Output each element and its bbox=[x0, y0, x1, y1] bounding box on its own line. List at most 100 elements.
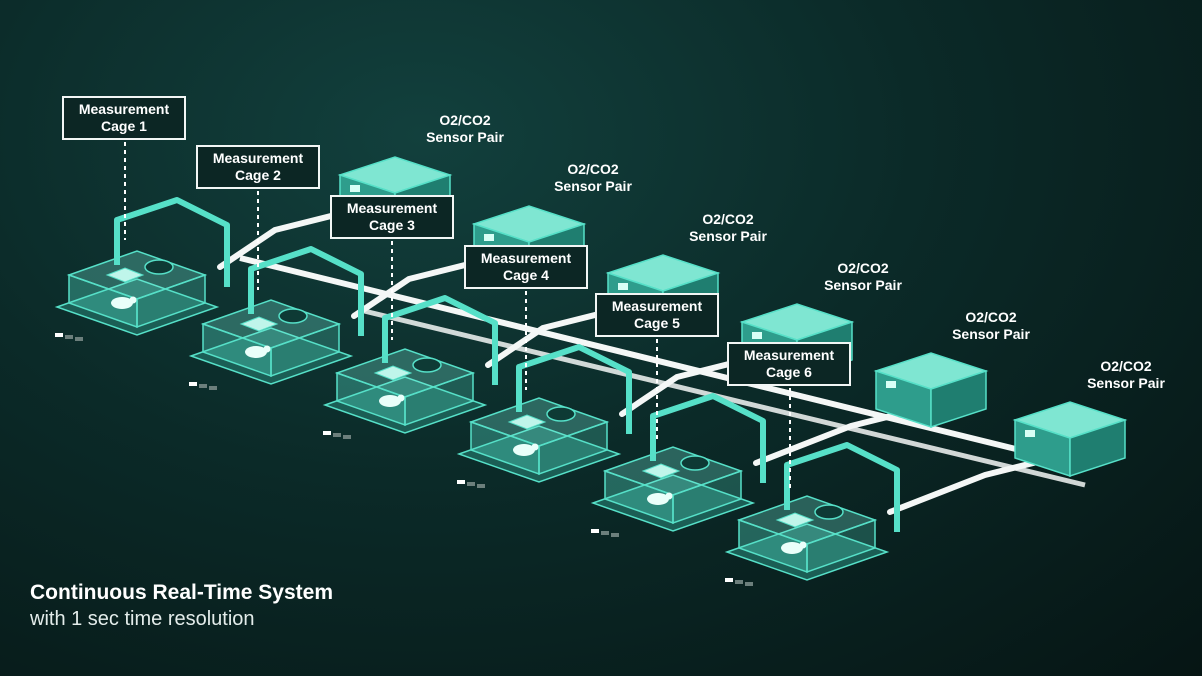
sensor-box bbox=[1012, 401, 1128, 478]
cage-unit bbox=[724, 442, 900, 586]
mouse-icon bbox=[647, 493, 669, 505]
sensor-label-1: O2/CO2 Sensor Pair bbox=[410, 112, 520, 146]
cage-frame bbox=[784, 442, 900, 532]
sensor-label-type: Sensor Pair bbox=[824, 277, 902, 293]
status-light bbox=[735, 580, 743, 584]
cage-frame bbox=[114, 197, 230, 287]
cage-label-5: Measurement Cage 5 bbox=[595, 293, 719, 337]
status-light bbox=[467, 482, 475, 486]
cage-units bbox=[54, 197, 900, 586]
cage-label-6: Measurement Cage 6 bbox=[727, 342, 851, 386]
cage-hopper bbox=[680, 455, 710, 471]
cage-label-3: Measurement Cage 3 bbox=[330, 195, 454, 239]
cage-unit bbox=[54, 197, 230, 341]
cage-label-number: Cage 5 bbox=[634, 315, 680, 331]
sensor-label-type: Sensor Pair bbox=[554, 178, 632, 194]
label-leader-lines bbox=[124, 142, 791, 490]
cage-tray bbox=[507, 414, 547, 430]
caption: Continuous Real-Time System with 1 sec t… bbox=[30, 580, 333, 632]
sensor-port bbox=[1025, 430, 1035, 437]
sensor-label-gas: O2/CO2 bbox=[1100, 358, 1152, 374]
cage-label-title: Measurement bbox=[78, 101, 170, 117]
cage-tray bbox=[641, 463, 681, 479]
cage-label-number: Cage 1 bbox=[101, 118, 147, 134]
mouse-icon bbox=[111, 297, 133, 309]
cage-frame bbox=[516, 344, 632, 434]
sensor-right-face bbox=[1069, 418, 1126, 478]
cage-label-number: Cage 2 bbox=[235, 167, 281, 183]
status-light bbox=[199, 384, 207, 388]
cage-frame bbox=[382, 295, 498, 385]
sensor-port bbox=[484, 234, 494, 241]
status-light bbox=[601, 531, 609, 535]
status-light bbox=[343, 435, 351, 439]
sensor-label-3: O2/CO2 Sensor Pair bbox=[673, 211, 783, 245]
sensor-port bbox=[618, 283, 628, 290]
sensor-port bbox=[752, 332, 762, 339]
sensor-label-type: Sensor Pair bbox=[952, 326, 1030, 342]
mouse-head bbox=[665, 492, 673, 500]
status-light bbox=[477, 484, 485, 488]
sensor-label-gas: O2/CO2 bbox=[837, 260, 889, 276]
cage-label-number: Cage 4 bbox=[503, 267, 549, 283]
status-light bbox=[209, 386, 217, 390]
cage-tray bbox=[775, 512, 815, 528]
cage-unit bbox=[456, 344, 632, 488]
sensor-box bbox=[873, 352, 989, 429]
caption-subtitle: with 1 sec time resolution bbox=[30, 608, 255, 630]
cage-hopper bbox=[144, 259, 174, 275]
mouse-icon bbox=[379, 395, 401, 407]
cage-label-4: Measurement Cage 4 bbox=[464, 245, 588, 289]
sensor-label-gas: O2/CO2 bbox=[702, 211, 754, 227]
status-light bbox=[611, 533, 619, 537]
cage-unit bbox=[590, 393, 766, 537]
cage-hopper bbox=[412, 357, 442, 373]
status-light bbox=[745, 582, 753, 586]
cable-bus bbox=[239, 255, 1041, 458]
sensor-label-5: O2/CO2 Sensor Pair bbox=[936, 309, 1046, 343]
mouse-head bbox=[129, 296, 137, 304]
mouse-head bbox=[799, 541, 807, 549]
sensor-right-face bbox=[930, 369, 987, 429]
mouse-icon bbox=[245, 346, 267, 358]
status-light bbox=[333, 433, 341, 437]
cage-unit bbox=[322, 295, 498, 439]
cage-hopper bbox=[814, 504, 844, 520]
cage-tray bbox=[373, 365, 413, 381]
status-light bbox=[189, 382, 197, 386]
cage-tray bbox=[239, 316, 279, 332]
caption-title: Continuous Real-Time System bbox=[30, 581, 334, 604]
sensor-label-6: O2/CO2 Sensor Pair bbox=[1071, 358, 1181, 392]
status-light bbox=[65, 335, 73, 339]
sensor-label-type: Sensor Pair bbox=[426, 129, 504, 145]
status-light bbox=[323, 431, 331, 435]
cage-label-title: Measurement bbox=[743, 347, 835, 363]
status-light bbox=[591, 529, 599, 533]
sensor-label-type: Sensor Pair bbox=[1087, 375, 1165, 391]
cage-label-number: Cage 3 bbox=[369, 217, 415, 233]
cage-hopper bbox=[546, 406, 576, 422]
sensor-port bbox=[350, 185, 360, 192]
mouse-head bbox=[531, 443, 539, 451]
mouse-head bbox=[263, 345, 271, 353]
status-light bbox=[55, 333, 63, 337]
sensor-label-4: O2/CO2 Sensor Pair bbox=[808, 260, 918, 294]
sensor-label-gas: O2/CO2 bbox=[965, 309, 1017, 325]
sensor-port bbox=[886, 381, 896, 388]
status-light bbox=[457, 480, 465, 484]
mouse-icon bbox=[781, 542, 803, 554]
cage-label-title: Measurement bbox=[212, 150, 304, 166]
cage-frame bbox=[650, 393, 766, 483]
sensor-label-2: O2/CO2 Sensor Pair bbox=[538, 161, 648, 195]
cage-label-number: Cage 6 bbox=[766, 364, 812, 380]
cage-label-1: Measurement Cage 1 bbox=[62, 96, 186, 140]
cage-label-title: Measurement bbox=[480, 250, 572, 266]
status-light bbox=[75, 337, 83, 341]
mouse-icon bbox=[513, 444, 535, 456]
sensor-label-gas: O2/CO2 bbox=[567, 161, 619, 177]
cage-label-2: Measurement Cage 2 bbox=[196, 145, 320, 189]
sensor-label-type: Sensor Pair bbox=[689, 228, 767, 244]
cage-unit bbox=[188, 246, 364, 390]
cage-label-title: Measurement bbox=[611, 298, 703, 314]
mouse-head bbox=[397, 394, 405, 402]
